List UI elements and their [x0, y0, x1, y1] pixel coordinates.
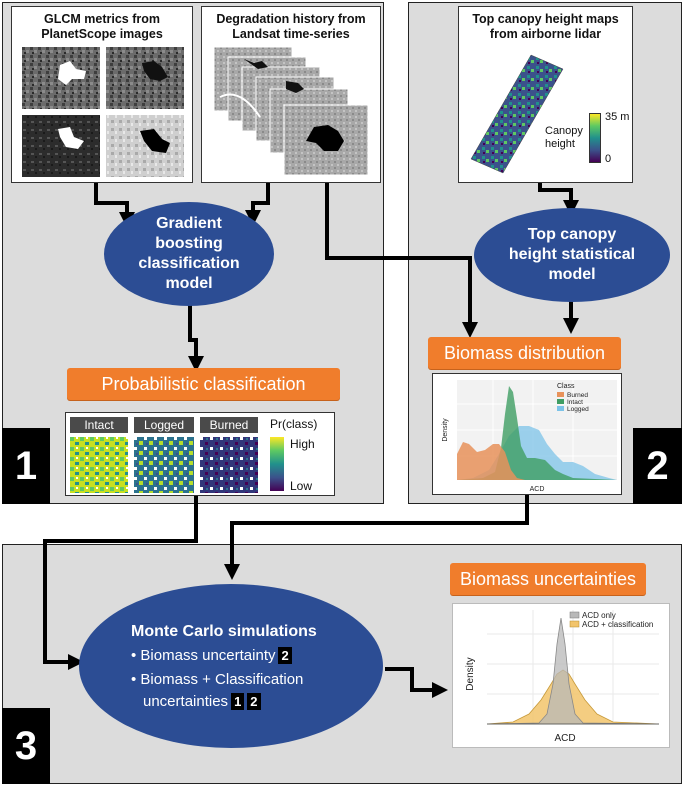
canopy-legend-max: 35 m — [605, 111, 630, 123]
arrow-glcm-to-model — [94, 183, 135, 228]
canopy-legend-label: Canopy height — [545, 125, 583, 150]
uncertainties-card: ACD only ACD + classification ACD Densit… — [452, 603, 670, 748]
probabilistic-maps-card: Intact Logged Burned — [65, 412, 335, 496]
monte-carlo-item-2: • Biomass + Classification — [131, 670, 303, 690]
lidar-title: Top canopy height maps from airborne lid… — [472, 12, 619, 41]
biomass-distribution-card: Class Burned Intact Logged ACD Density — [432, 373, 622, 495]
monte-carlo-ellipse: Monte Carlo simulations • Biomass uncert… — [79, 584, 383, 748]
biomass-uncertainties-title: Biomass uncertainties — [459, 568, 637, 589]
panel-2-number: 2 — [633, 428, 682, 504]
map-intact — [70, 437, 128, 493]
pr-class-colorbar — [270, 437, 284, 491]
biomass-uncertainties-banner: Biomass uncertainties — [450, 563, 646, 595]
density-burned — [457, 442, 525, 480]
monte-carlo-badge-1: 1 — [231, 693, 245, 710]
class-header-logged: Logged — [134, 417, 194, 433]
bullet-1: • — [131, 647, 141, 664]
arrow-gb-to-prob — [188, 303, 204, 372]
arrow-mc-to-uncert — [385, 667, 448, 698]
landsat-title: Degradation history from Landsat time-se… — [216, 12, 366, 41]
arrow-landsat-to-model — [245, 183, 270, 226]
biomass-density-plot: Class Burned Intact Logged ACD Density — [442, 380, 617, 493]
map-logged — [134, 437, 194, 493]
biomass-legend-title: Class — [557, 383, 575, 390]
pr-class-legend-low: Low — [290, 479, 313, 493]
landsat-stack — [214, 47, 374, 179]
bullet-2: • — [131, 671, 141, 688]
probabilistic-classification-banner: Probabilistic classification — [67, 368, 340, 400]
monte-carlo-badge-2a: 2 — [278, 647, 292, 664]
pr-class-legend-title: Pr(class) — [270, 417, 318, 431]
arrow-landsat-to-biomass — [325, 183, 478, 338]
class-header-burned: Burned — [200, 417, 258, 433]
arrow-lidar-to-model — [538, 183, 579, 216]
density-acd-only — [486, 617, 660, 725]
biomass-ylabel: Density — [442, 418, 449, 442]
pr-class-legend-high: High — [290, 437, 315, 451]
uncertainty-ylabel: Density — [465, 657, 476, 690]
uncertainty-legend-acd-class: ACD + classification — [582, 620, 653, 629]
panel-1-number: 1 — [2, 428, 50, 504]
uncertainty-xlabel: ACD — [554, 733, 575, 744]
biomass-legend-intact: Intact — [567, 399, 583, 406]
probabilistic-classification-title: Probabilistic classification — [101, 373, 306, 394]
density-intact — [457, 386, 617, 480]
lidar-card: Top canopy height maps from airborne lid… — [458, 6, 633, 183]
landsat-card: Degradation history from Landsat time-se… — [201, 6, 381, 183]
class-header-intact: Intact — [70, 417, 128, 433]
classification-model-ellipse: Gradient boosting classification model — [104, 202, 274, 306]
biomass-legend-logged: Logged — [567, 406, 589, 413]
monte-carlo-title: Monte Carlo simulations — [131, 623, 317, 640]
monte-carlo-item-2-line2: uncertainties — [143, 693, 229, 710]
statistical-model-ellipse: Top canopy height statistical model — [474, 208, 670, 302]
arrow-biomass-to-mc — [224, 495, 529, 580]
uncertainty-density-plot: ACD only ACD + classification ACD Densit… — [465, 610, 660, 744]
glcm-images — [22, 47, 184, 177]
biomass-distribution-banner: Biomass distribution — [428, 337, 621, 369]
biomass-distribution-title: Biomass distribution — [443, 342, 606, 363]
glcm-title: GLCM metrics from PlanetScope images — [41, 12, 163, 41]
monte-carlo-item-2-line1: Biomass + Classification — [140, 671, 304, 688]
canopy-height-map — [470, 54, 564, 174]
monte-carlo-item-1-text: Biomass uncertainty — [140, 647, 276, 664]
panel-3-number: 3 — [2, 708, 50, 784]
biomass-legend-burned: Burned — [567, 392, 588, 399]
monte-carlo-badge-2b: 2 — [247, 693, 261, 710]
canopy-legend-min: 0 — [605, 153, 612, 165]
arrow-prob-to-mc — [43, 494, 198, 670]
uncertainty-legend-acd-only: ACD only — [582, 611, 616, 620]
classification-model-label: Gradient boosting classification model — [138, 215, 240, 292]
glcm-card: GLCM metrics from PlanetScope images — [11, 6, 193, 183]
biomass-xlabel: ACD — [530, 486, 545, 493]
map-burned — [200, 437, 258, 493]
statistical-model-label: Top canopy height statistical model — [508, 226, 636, 283]
canopy-colorbar — [589, 113, 601, 163]
